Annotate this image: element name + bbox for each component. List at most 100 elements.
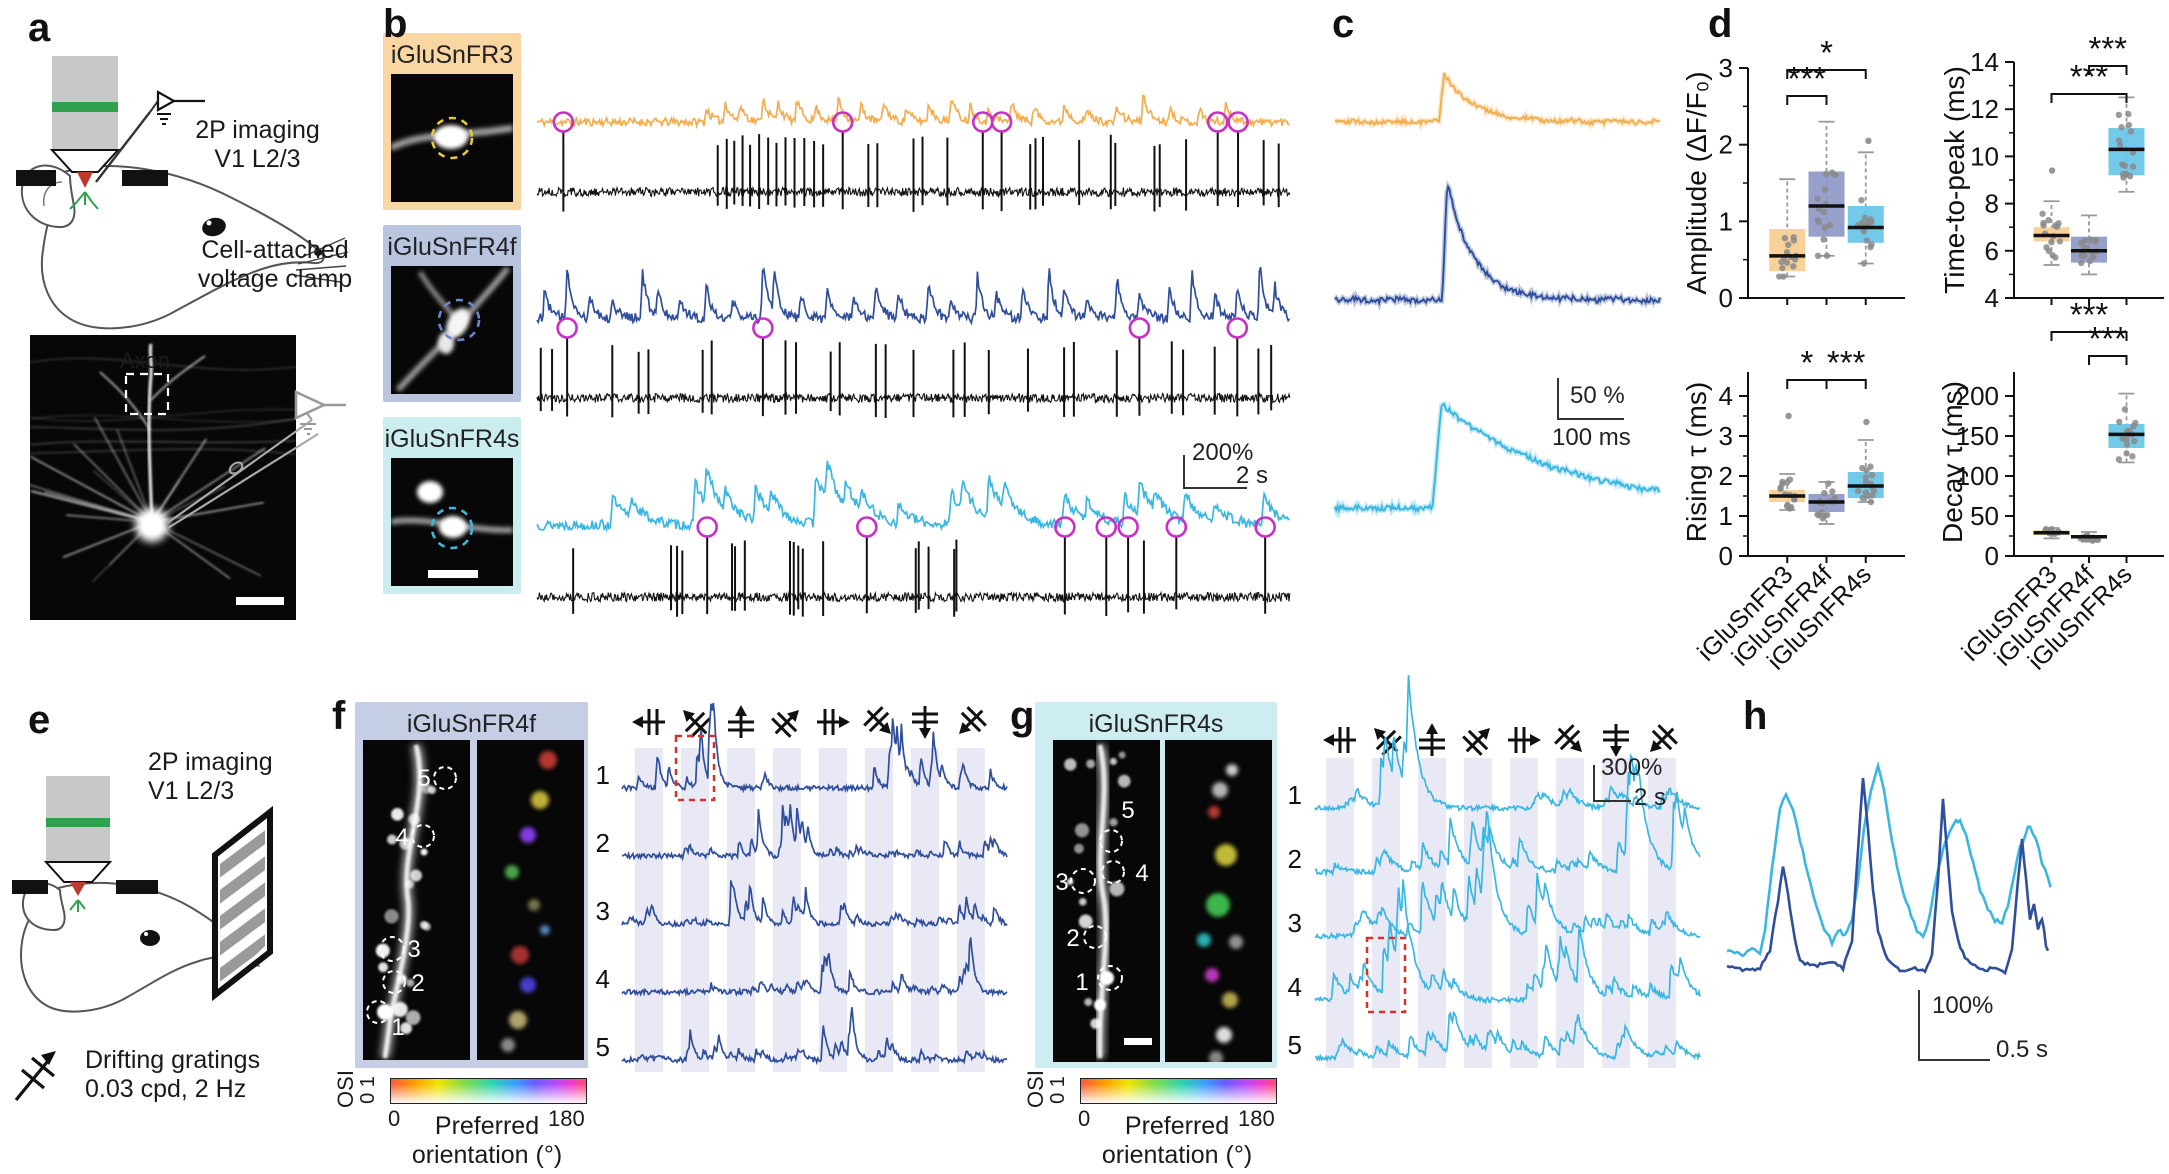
panel-label-a: a bbox=[28, 6, 51, 50]
b-card-title-iglusnfr4s: iGluSnFR4s bbox=[384, 425, 520, 453]
svg-text:3: 3 bbox=[596, 896, 610, 926]
f-osi-colorbar bbox=[390, 1078, 587, 1104]
svg-text:Time-to-peak (ms): Time-to-peak (ms) bbox=[1939, 66, 1970, 294]
svg-text:***: *** bbox=[1827, 344, 1866, 381]
svg-text:iGluSnFR4s: iGluSnFR4s bbox=[1762, 560, 1877, 675]
svg-text:14: 14 bbox=[1970, 47, 1999, 77]
b-trace-row-iGluSnFR3 bbox=[536, 94, 1291, 212]
svg-text:***: *** bbox=[2088, 320, 2127, 357]
svg-text:4: 4 bbox=[1985, 283, 1999, 313]
svg-text:5: 5 bbox=[1288, 1030, 1302, 1060]
panel-label-d: d bbox=[1708, 2, 1733, 46]
g-osi-colorbar bbox=[1080, 1078, 1277, 1104]
panel-label-c: c bbox=[1332, 2, 1355, 46]
f-cb-max: 180 bbox=[548, 1106, 585, 1131]
a-axon-label: Axon bbox=[120, 348, 171, 373]
b-card-title-iglusnfr4f: iGluSnFR4f bbox=[387, 233, 517, 261]
svg-text:12: 12 bbox=[1970, 94, 1999, 124]
c-average-iGluSnFR3 bbox=[1334, 72, 1661, 132]
svg-text:iGluSnFR4f: iGluSnFR4f bbox=[1989, 560, 2100, 671]
b-scale-horizontal: 2 s bbox=[1236, 462, 1269, 489]
svg-text:2: 2 bbox=[596, 828, 610, 858]
svg-text:6: 6 bbox=[1985, 236, 1999, 266]
c-scale-horizontal: 100 ms bbox=[1552, 424, 1631, 451]
grating-direction-icon bbox=[1603, 724, 1629, 757]
b-inset-image-iglusnfr4f bbox=[391, 266, 513, 394]
svg-text:2: 2 bbox=[1719, 461, 1733, 491]
h-scale-horizontal: 0.5 s bbox=[1996, 1036, 2049, 1063]
b-inset-image-iglusnfr4s bbox=[391, 458, 513, 586]
b-card-title-iglusnfr3: iGluSnFR3 bbox=[390, 41, 514, 69]
g-cb-max: 180 bbox=[1238, 1106, 1275, 1131]
svg-text:3: 3 bbox=[1288, 908, 1302, 938]
f-grayscale-image bbox=[363, 740, 470, 1060]
svg-text:iGluSnFR4f: iGluSnFR4f bbox=[1727, 560, 1838, 671]
svg-text:***: *** bbox=[2070, 58, 2109, 95]
svg-text:50: 50 bbox=[1970, 501, 1999, 531]
e-schematic bbox=[12, 776, 273, 1013]
g-scale-horizontal: 2 s bbox=[1634, 784, 1667, 811]
f-card-title: iGluSnFR4f bbox=[406, 710, 537, 738]
svg-text:4: 4 bbox=[596, 964, 610, 994]
g-grayscale-image bbox=[1053, 740, 1160, 1062]
grating-direction-icon bbox=[632, 709, 665, 735]
b-inset-image-iglusnfr3 bbox=[391, 74, 513, 202]
grating-direction-icon bbox=[958, 706, 987, 735]
b-trace-row-iGluSnFR4s bbox=[536, 460, 1291, 617]
svg-text:100: 100 bbox=[1956, 461, 1999, 491]
svg-text:Decay τ (ms): Decay τ (ms) bbox=[1937, 381, 1968, 543]
c-average-iGluSnFR4s bbox=[1332, 400, 1662, 520]
panel-label-e: e bbox=[28, 698, 51, 742]
g-card-title: iGluSnFR4s bbox=[1088, 710, 1224, 738]
svg-text:1: 1 bbox=[1719, 206, 1733, 236]
svg-text:3: 3 bbox=[1719, 53, 1733, 83]
svg-text:iGluSnFR3: iGluSnFR3 bbox=[1692, 560, 1798, 666]
svg-text:***: *** bbox=[2070, 296, 2109, 333]
f-cb-min: 0 bbox=[388, 1106, 401, 1131]
grating-direction-icon bbox=[1323, 727, 1356, 753]
grating-direction-icon bbox=[1419, 723, 1445, 756]
svg-text:2: 2 bbox=[1719, 130, 1733, 160]
h-scalebar bbox=[1918, 990, 1990, 1061]
svg-text:150: 150 bbox=[1956, 421, 1999, 451]
svg-text:Amplitude (ΔF/F₀): Amplitude (ΔF/F₀) bbox=[1681, 71, 1712, 294]
grating-direction-icon bbox=[682, 709, 711, 738]
svg-text:Rising τ (ms): Rising τ (ms) bbox=[1681, 382, 1712, 542]
f-osi-scale: 0 1 bbox=[357, 1076, 379, 1104]
grating-direction-icon bbox=[912, 706, 938, 739]
grating-direction-icon bbox=[863, 706, 892, 735]
g-cb-min: 0 bbox=[1078, 1106, 1091, 1131]
d-rising-tau: 01234iGluSnFR3iGluSnFR4fiGluSnFR4s****Ri… bbox=[1681, 344, 1905, 676]
svg-text:0: 0 bbox=[1719, 541, 1733, 571]
c-scale-vertical: 50 % bbox=[1570, 382, 1625, 409]
svg-text:iGluSnFR3: iGluSnFR3 bbox=[1956, 560, 2062, 666]
svg-text:iGluSnFR4s: iGluSnFR4s bbox=[2023, 560, 2138, 675]
panel-label-h: h bbox=[1743, 694, 1768, 738]
f-osi-label: OSI bbox=[333, 1070, 358, 1108]
grating-direction-icon bbox=[1508, 727, 1541, 753]
svg-text:4: 4 bbox=[1719, 381, 1733, 411]
svg-text:***: *** bbox=[2088, 30, 2127, 67]
panel-label-b: b bbox=[383, 2, 408, 46]
b-trace-row-iGluSnFR4f bbox=[536, 266, 1291, 418]
svg-text:8: 8 bbox=[1985, 189, 1999, 219]
grating-direction-icon bbox=[1462, 727, 1491, 756]
svg-text:5: 5 bbox=[596, 1032, 610, 1062]
svg-text:0: 0 bbox=[1985, 541, 1999, 571]
grating-direction-icon bbox=[728, 705, 754, 738]
d-decay-tau: 050100150200iGluSnFR3iGluSnFR4fiGluSnFR4… bbox=[1937, 296, 2164, 676]
panel-label-g: g bbox=[1010, 694, 1035, 738]
grating-direction-icon bbox=[771, 709, 800, 738]
f-orientation-map-image bbox=[477, 740, 584, 1060]
svg-text:3: 3 bbox=[1719, 421, 1733, 451]
